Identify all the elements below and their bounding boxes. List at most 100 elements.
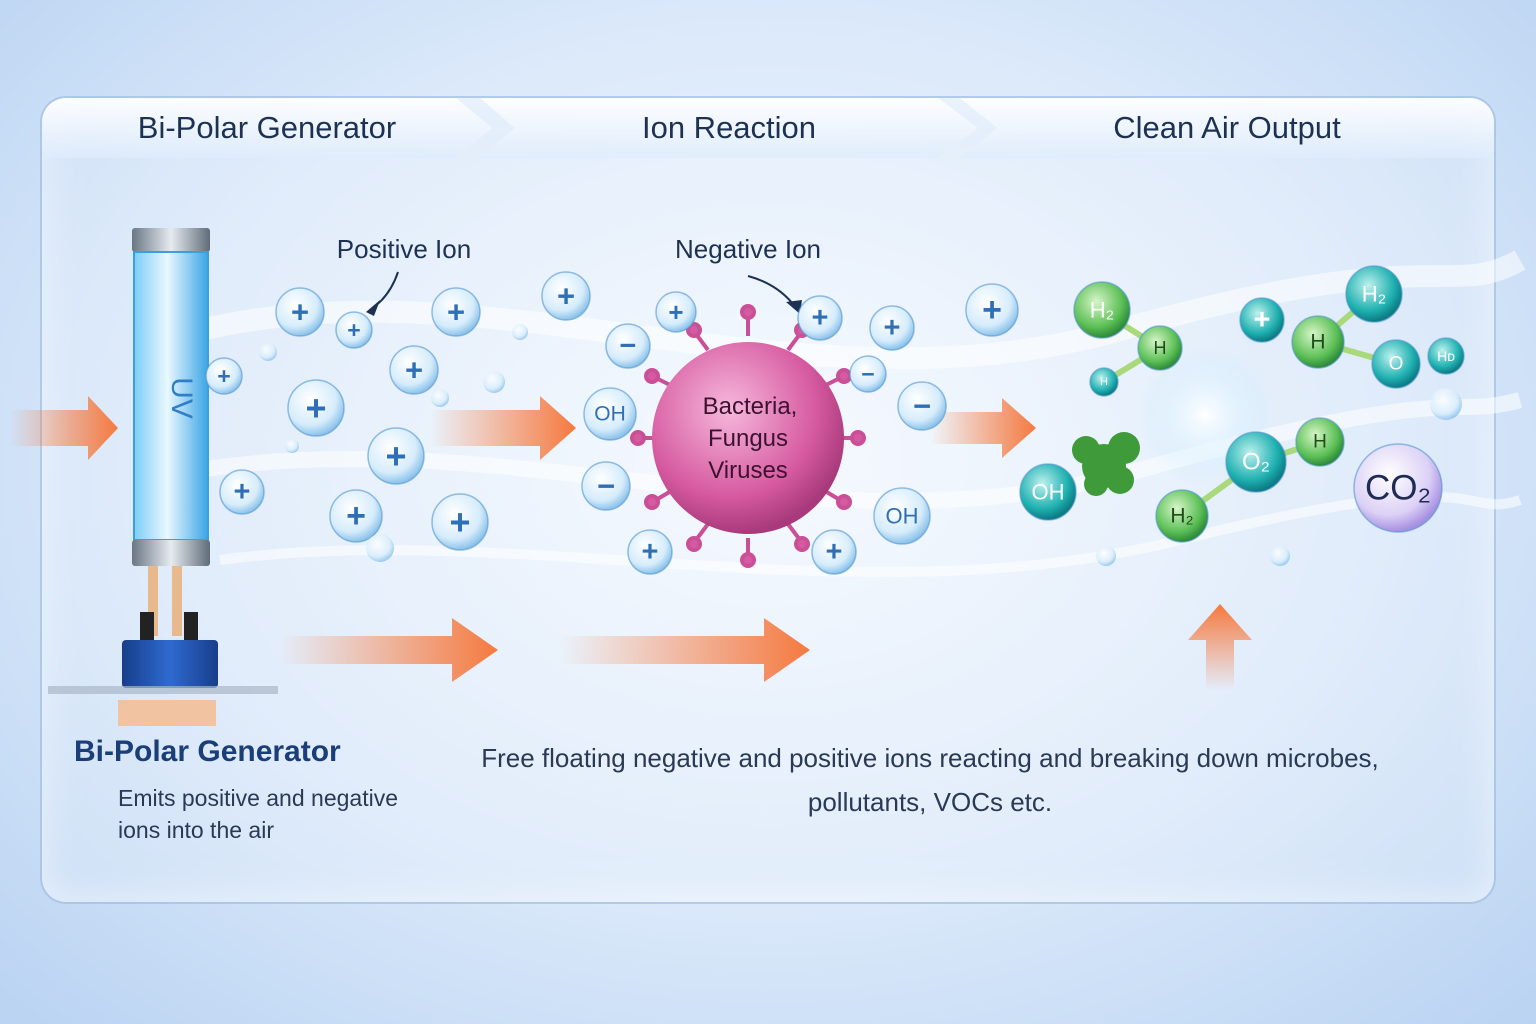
hydrogen-molecule-28: H₂ [1345, 265, 1403, 323]
air-flow-waves [197, 250, 1526, 578]
hydrogen-atom-symbol: H [1310, 331, 1325, 354]
microbe-label-line1: Bacteria, [703, 393, 798, 420]
negative-ion-bubble [849, 355, 887, 393]
hydroxyl-ion-symbol: OH [594, 403, 626, 426]
hydrogen-molecule-25: H₂ [1073, 281, 1131, 339]
positive-ion-symbol: + [291, 295, 309, 330]
hydroxyl-ion-32: OH [1019, 463, 1077, 521]
positive-ion-6: + [287, 379, 345, 437]
positive-ion-symbol: + [305, 388, 326, 429]
hydrogen-molecule-bubble [1073, 281, 1131, 339]
air-droplet-3 [366, 534, 394, 562]
positive-ion-symbol: + [347, 317, 360, 343]
positive-ion-bubble [811, 529, 857, 575]
positive-ion-bubble [869, 305, 915, 351]
hydroxyl-ion-symbol: OH [886, 504, 919, 529]
hydrogen-atom-bubble [1137, 325, 1183, 371]
positive-ion-symbol: + [668, 297, 683, 327]
hydroxyl-ion-bubble [583, 387, 637, 441]
hydrogen-atom-bubble [1291, 315, 1345, 369]
negative-ion-22: − [581, 461, 631, 511]
uv-tube [48, 228, 278, 726]
air-droplet-8 [1430, 388, 1462, 420]
hydroxyl-ion-bubble [873, 487, 931, 545]
positive-ion-13: + [797, 295, 843, 341]
positive-ion-4: + [205, 357, 243, 395]
negative-ion-20: − [849, 355, 887, 393]
negative-ion-symbol: − [620, 330, 637, 362]
hydrogen-atom-27: H [1089, 367, 1119, 397]
positive-ion-10: + [431, 493, 489, 551]
positive-ion-symbol: + [447, 295, 465, 330]
negative-ion-symbol: − [913, 389, 931, 424]
air-droplet-9 [1270, 546, 1290, 566]
positive-ion-7: + [367, 427, 425, 485]
positive-ion-symbol: + [812, 302, 829, 334]
negative-ion-21: − [897, 381, 947, 431]
hydroxyl-ion-bubble [1019, 463, 1077, 521]
hydroxyl-ion-23: OH [583, 387, 637, 441]
negative-ion-symbol: − [861, 361, 874, 387]
plant-clump-icon [1072, 432, 1140, 496]
positive-ion-symbol: + [385, 436, 406, 477]
positive-ion-15: + [965, 283, 1019, 337]
positive-ion-bubble [205, 357, 243, 395]
positive-ion-bubble [965, 283, 1019, 337]
arrow-to-reaction-icon [430, 396, 576, 460]
positive-ion-bubble [1239, 297, 1285, 343]
positive-ion-symbol: + [449, 502, 470, 543]
positive-ion-symbol: + [234, 476, 251, 508]
hydrogen-molecule-symbol: H₂ [1362, 282, 1386, 307]
microbe [630, 304, 866, 568]
positive-ion-1: + [275, 287, 325, 337]
negative-ion-bubble [897, 381, 947, 431]
negative-ion-symbol: − [597, 469, 615, 504]
positive-ion-label: Positive Ion [337, 234, 471, 264]
carbon-dioxide-molecule-36: CO₂ [1353, 443, 1443, 533]
hydrogen-molecule-bubble [1345, 265, 1403, 323]
positive-ion-2: + [335, 311, 373, 349]
hydrogen-atom-bubble [1295, 417, 1345, 467]
uv-label: UV [165, 377, 198, 419]
bottom-arrow-1-icon [280, 618, 498, 682]
positive-ion-3: + [431, 287, 481, 337]
positive-ion-5: + [389, 345, 439, 395]
positive-ion-bubble [389, 345, 439, 395]
positive-ion-symbol: + [346, 497, 366, 535]
positive-ion-bubble [797, 295, 843, 341]
positive-ion-8: + [219, 469, 265, 515]
positive-ion-bubble [219, 469, 265, 515]
hydrogen-atom-bubble [1089, 367, 1119, 397]
positive-ion-14: + [869, 305, 915, 351]
oxygen-atom-30: O [1371, 339, 1421, 389]
positive-ion-16: + [627, 529, 673, 575]
positive-ion-symbol: + [1254, 304, 1271, 336]
oxygen-molecule-bubble [1225, 431, 1287, 493]
positive-ion-9: + [329, 489, 383, 543]
oxygen-molecule-symbol: O₂ [1242, 449, 1270, 476]
hydrogen-atom-34: H [1295, 417, 1345, 467]
hydrogen-molecule-35: H₂ [1155, 489, 1209, 543]
positive-ion-bubble [431, 287, 481, 337]
oxygen-atom-bubble [1371, 339, 1421, 389]
air-droplet-7 [1096, 546, 1116, 566]
carbon-dioxide-molecule-bubble [1353, 443, 1443, 533]
carbon-dioxide-molecule-symbol: CO₂ [1365, 469, 1431, 508]
hydrogen-atom-26: H [1137, 325, 1183, 371]
hydrogen-atom-29: H [1291, 315, 1345, 369]
positive-ion-11: + [541, 271, 591, 321]
positive-ion-17: + [811, 529, 857, 575]
upward-arrow-icon [1188, 604, 1252, 690]
negative-ion-bubble [581, 461, 631, 511]
positive-ion-symbol: + [405, 353, 423, 388]
hydrogen-molecule-symbol: H₂ [1090, 298, 1114, 323]
positive-ion-symbol: + [884, 312, 901, 344]
positive-ion-18: + [1239, 297, 1285, 343]
oxygen-molecule-33: O₂ [1225, 431, 1287, 493]
flow-arrows [10, 396, 1252, 690]
positive-ion-symbol: + [982, 291, 1002, 329]
positive-ion-symbol: + [642, 536, 659, 568]
hydroxyl-ion-symbol: OH [1032, 480, 1065, 505]
negative-ion-19: − [605, 323, 651, 369]
